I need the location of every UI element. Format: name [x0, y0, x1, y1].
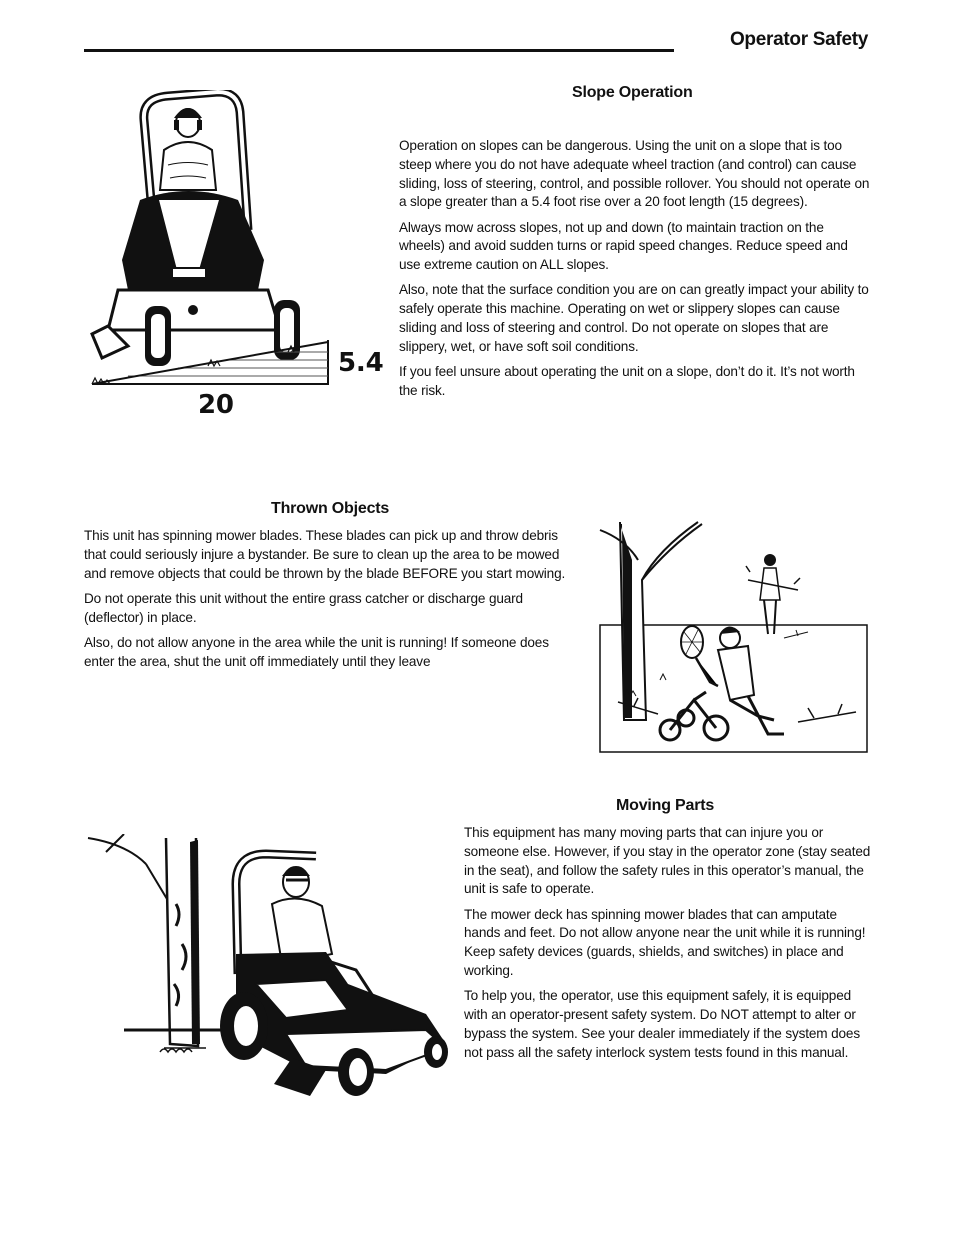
slope-paragraph: If you feel unsure about operating the u…: [399, 363, 855, 398]
header-rule: [84, 49, 674, 52]
moving-heading: Moving Parts: [616, 797, 715, 814]
thrown-text: This unit has spinning mower blades. The…: [84, 527, 574, 678]
thrown-paragraph: Do not operate this unit without the ent…: [84, 590, 523, 625]
moving-mower-illustration: [86, 834, 452, 1104]
slope-paragraph: Operation on slopes can be dangerous. Us…: [399, 138, 870, 210]
slope-run-label: 20: [198, 390, 234, 420]
moving-paragraph: This equipment has many moving parts tha…: [464, 825, 871, 897]
moving-paragraph: The mower deck has spinning mower blades…: [464, 906, 866, 978]
slope-heading: Slope Operation: [572, 84, 693, 101]
slope-paragraph: Always mow across slopes, not up and dow…: [399, 219, 848, 273]
slope-text: Operation on slopes can be dangerous. Us…: [399, 137, 871, 407]
thrown-heading: Thrown Objects: [271, 500, 390, 517]
bystanders-illustration: [598, 520, 870, 756]
thrown-paragraph: Also, do not allow anyone in the area wh…: [84, 634, 549, 669]
slope-rise-label: 5.4: [338, 348, 384, 378]
moving-paragraph: To help you, the operator, use this equi…: [464, 988, 860, 1060]
slope-paragraph: Also, note that the surface condition yo…: [399, 282, 869, 354]
slope-mower-illustration: [88, 90, 388, 420]
moving-text: This equipment has many moving parts tha…: [464, 824, 872, 1069]
thrown-paragraph: This unit has spinning mower blades. The…: [84, 528, 566, 581]
page-title: Operator Safety: [729, 29, 868, 50]
